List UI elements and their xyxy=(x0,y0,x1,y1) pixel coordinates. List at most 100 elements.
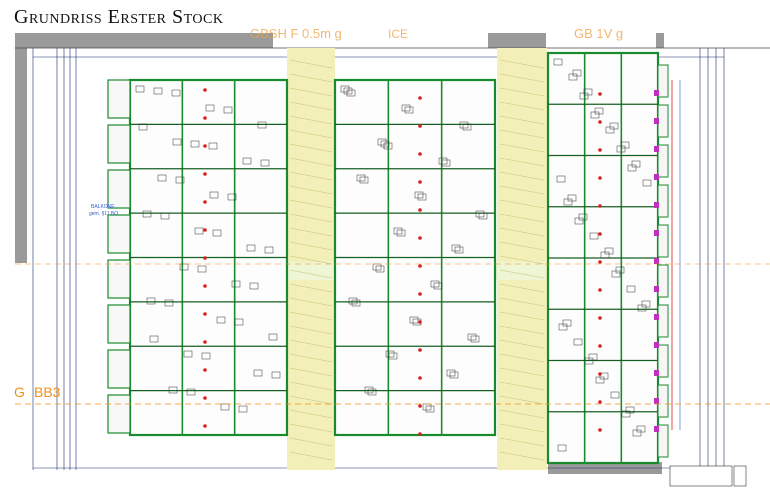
fixture xyxy=(641,300,651,308)
fixture xyxy=(343,87,353,95)
annotation-dot xyxy=(598,120,602,124)
hatch-line xyxy=(499,241,545,251)
fixture xyxy=(380,140,390,148)
hatch-line xyxy=(499,199,545,209)
annotation-dot xyxy=(203,256,207,260)
annotation-dot xyxy=(203,284,207,288)
hatch-line xyxy=(289,381,333,391)
fixture xyxy=(264,246,274,254)
annotations xyxy=(15,80,770,487)
fixture xyxy=(351,299,361,307)
annotation-dot xyxy=(203,368,207,372)
fixture xyxy=(201,352,211,360)
fixture xyxy=(183,350,193,358)
fixture xyxy=(414,191,424,199)
annotation-dot xyxy=(203,312,207,316)
annotation-mark xyxy=(654,286,659,292)
fixture xyxy=(142,210,152,218)
annotation-dot xyxy=(598,372,602,376)
hatch-line xyxy=(499,157,545,167)
hatch-line xyxy=(499,227,545,237)
balcony xyxy=(107,79,131,119)
fixture xyxy=(172,138,182,146)
annotation-dot xyxy=(418,432,422,436)
fixture xyxy=(470,335,480,343)
hatch-line xyxy=(499,73,545,83)
fixture xyxy=(553,58,563,66)
annotation-mark xyxy=(654,202,659,208)
fixture xyxy=(175,176,185,184)
balcony xyxy=(657,144,669,178)
corridor xyxy=(497,48,547,470)
fixture xyxy=(626,285,636,293)
balcony xyxy=(107,304,131,344)
hatch-line xyxy=(289,325,333,335)
fixture xyxy=(205,104,215,112)
hatch-line xyxy=(289,185,333,195)
fixture xyxy=(478,212,488,220)
fixture xyxy=(197,265,207,273)
top-left-dimension-text: GBSH F 0.5m g xyxy=(250,26,342,41)
fixture xyxy=(446,369,456,377)
fixture xyxy=(164,299,174,307)
corridor xyxy=(287,48,335,470)
hatch-line xyxy=(499,269,545,279)
fixture xyxy=(562,319,572,327)
annotation-dot xyxy=(203,228,207,232)
hatch-line xyxy=(289,451,333,461)
fixture xyxy=(157,174,167,182)
hatch-line xyxy=(289,353,333,363)
fixture xyxy=(557,444,567,452)
annotation-dot xyxy=(418,348,422,352)
fixture xyxy=(567,194,577,202)
hatch-line xyxy=(289,87,333,97)
hatch-line xyxy=(499,395,545,405)
hatch-line xyxy=(289,157,333,167)
fixture xyxy=(642,179,652,187)
annotation-dot xyxy=(598,400,602,404)
hatch-line xyxy=(499,115,545,125)
fixture xyxy=(433,282,443,290)
hatch-line xyxy=(499,381,545,391)
fixture xyxy=(393,227,403,235)
balcony xyxy=(657,264,669,298)
fixture xyxy=(620,141,630,149)
fixture xyxy=(271,371,281,379)
fixture xyxy=(249,282,259,290)
grey-block xyxy=(656,33,664,48)
walls xyxy=(107,51,669,465)
legend-box xyxy=(733,465,747,487)
fixture xyxy=(383,142,393,150)
annotation-mark xyxy=(654,370,659,376)
g-mark: G xyxy=(14,384,25,400)
annotation-mark xyxy=(654,426,659,432)
hatch-line xyxy=(289,241,333,251)
fixture xyxy=(209,191,219,199)
fixture xyxy=(604,247,614,255)
annotation-mark xyxy=(654,146,659,152)
hatch-line xyxy=(289,101,333,111)
fixture xyxy=(367,388,377,396)
hatch-line xyxy=(289,143,333,153)
fixture xyxy=(409,316,419,324)
fixture xyxy=(340,85,350,93)
annotation-mark xyxy=(654,398,659,404)
hatch-line xyxy=(499,311,545,321)
fixture xyxy=(186,388,196,396)
annotation-dot xyxy=(418,320,422,324)
hatch-line xyxy=(289,255,333,265)
fixture xyxy=(234,318,244,326)
fixture xyxy=(223,106,233,114)
top-right-dimension-text: GB 1V g xyxy=(574,26,623,41)
fixture xyxy=(430,280,440,288)
annotation-mark xyxy=(654,118,659,124)
fixture xyxy=(438,157,448,165)
annotation-dot xyxy=(598,176,602,180)
fixture xyxy=(168,386,178,394)
fixture xyxy=(441,159,451,167)
fixture xyxy=(171,89,181,97)
annotation-dot xyxy=(418,376,422,380)
page-title: Grundriss Erster Stock xyxy=(14,6,224,28)
hatch-line xyxy=(289,59,333,69)
hatch-line xyxy=(499,451,545,461)
